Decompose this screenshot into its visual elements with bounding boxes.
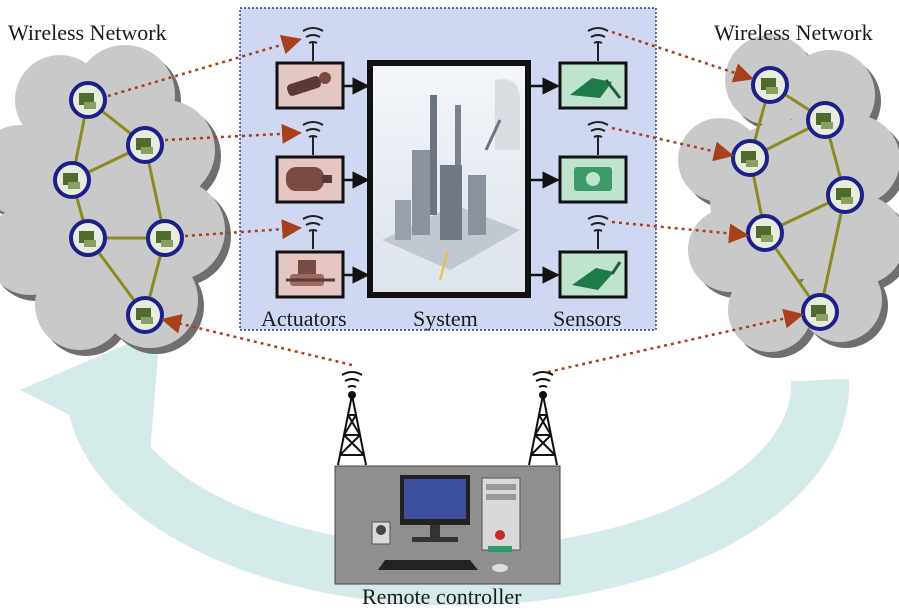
wireless-signal-icon: [587, 27, 609, 61]
sensor-meter-icon: [558, 250, 628, 299]
sensor-node-icon: [801, 293, 839, 331]
remote-controller: [334, 465, 561, 585]
wireless-signal-icon: [302, 27, 324, 61]
system-plant: [367, 60, 531, 298]
sensor-node-icon: [69, 219, 107, 257]
sensor-node-icon: [146, 219, 184, 257]
sensor-node-icon: [826, 176, 864, 214]
wireless-links: [107, 30, 804, 374]
wireless-signal-icon: [302, 121, 324, 155]
actuator-linear-icon: [275, 61, 345, 110]
sensors-label: Sensors: [553, 306, 622, 331]
wireless-signal-icons: [302, 27, 609, 249]
sensor-nodes-left: [53, 81, 184, 334]
sensor-camera-icon: [558, 155, 628, 204]
sensor-node-icon: [53, 161, 91, 199]
sensor-node-icon: [751, 66, 789, 104]
radio-tower-icon: [528, 371, 558, 466]
sensor-probe-icon: [558, 61, 628, 110]
sensor-node-icon: [746, 214, 784, 252]
wireless-signal-icon: [587, 215, 609, 249]
desktop-computer-icon: [371, 475, 521, 572]
sensor-devices: [558, 61, 628, 299]
signal-arrows: [343, 77, 560, 284]
wireless-signal-icon: [302, 215, 324, 249]
actuator-motor-icon: [275, 155, 345, 204]
wireless-network-label-left: Wireless Network: [8, 20, 167, 45]
wireless-network-label-right: Wireless Network: [714, 20, 873, 45]
sensor-node-icon: [806, 101, 844, 139]
actuators-label: Actuators: [261, 306, 347, 331]
wireless-network-cloud-left: [0, 45, 231, 356]
wireless-signal-icon: [587, 121, 609, 155]
actuator-devices: [275, 61, 345, 299]
radio-tower-icon: [337, 371, 367, 466]
industrial-plant-icon: [382, 79, 520, 281]
system-label: System: [413, 306, 478, 331]
sensor-node-icon: [731, 139, 769, 177]
remote-controller-label: Remote controller: [362, 584, 522, 609]
sensor-node-icon: [126, 126, 164, 164]
sensor-nodes-right: [731, 66, 864, 331]
sensor-node-icon: [69, 81, 107, 119]
sensor-node-icon: [126, 296, 164, 334]
actuator-valve-icon: [275, 250, 345, 299]
